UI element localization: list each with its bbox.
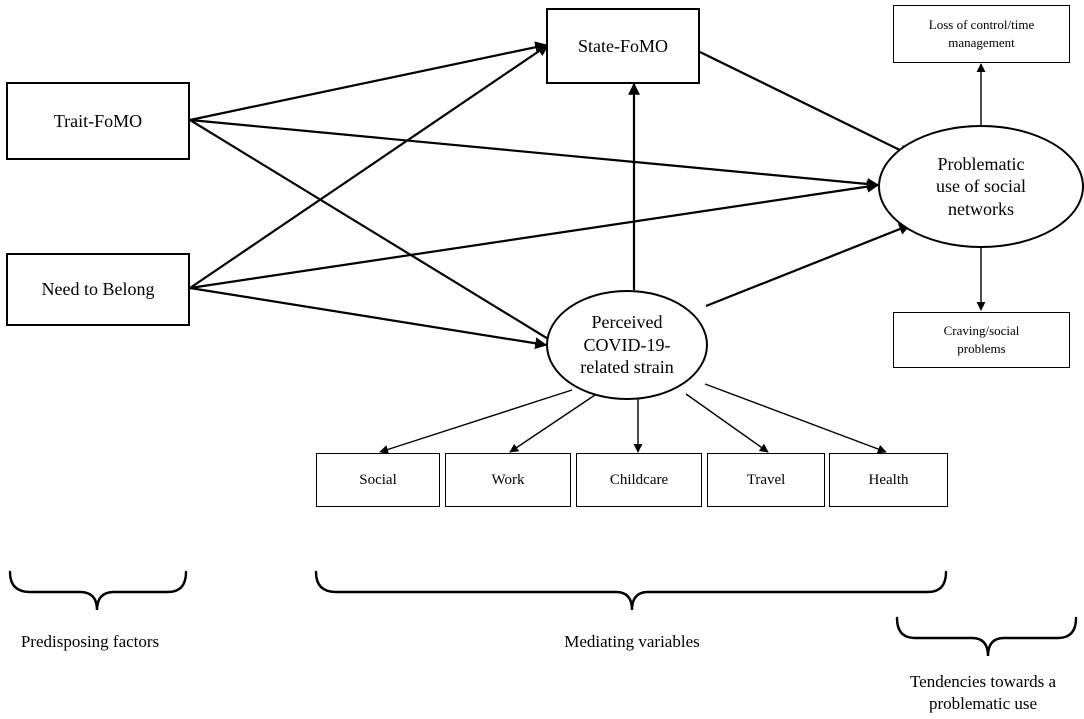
indicator-social-label: Social	[359, 471, 397, 488]
indicator-work: Work	[445, 453, 571, 507]
problematic-use-node: Problematic use of social networks	[878, 125, 1084, 248]
arrow-strain-to-work	[509, 394, 596, 453]
state-fomo-node: State-FoMO	[546, 8, 700, 84]
problematic-use-label-line-2: use of social	[936, 176, 1026, 197]
problematic-use-label-line-3: networks	[947, 198, 1014, 219]
loss-of-control-label-line-1: Loss of control/time	[928, 17, 1035, 33]
brace-tendencies	[895, 616, 1078, 657]
indicator-travel-label: Travel	[746, 471, 786, 488]
arrow-state-to-problematic	[699, 51, 912, 156]
craving-node: Craving/social problems	[893, 312, 1070, 368]
craving-label-line-1: Craving/social	[943, 323, 1020, 339]
need-to-belong-label: Need to Belong	[41, 279, 155, 299]
arrow-belong-to-problematic	[189, 180, 880, 290]
indicator-childcare-label: Childcare	[609, 471, 669, 488]
loss-of-control-node: Loss of control/time management	[893, 5, 1070, 63]
loss-of-control-label-line-2: management	[948, 35, 1015, 50]
need-to-belong-node: Need to Belong	[6, 253, 190, 326]
indicator-travel: Travel	[707, 453, 825, 507]
arrow-belong-to-state	[189, 44, 549, 289]
covid-strain-label-line-1: Perceived	[591, 312, 663, 333]
trait-fomo-label: Trait-FoMO	[53, 110, 143, 131]
arrow-strain-to-problematic	[705, 223, 912, 308]
arrow-strain-to-social	[379, 389, 573, 454]
indicator-childcare: Childcare	[576, 453, 702, 507]
craving-label-line-2: problems	[957, 341, 1006, 356]
group-label-tendencies: Tendencies towards a problematic use	[888, 671, 1078, 715]
indicator-health-label: Health	[868, 471, 909, 488]
arrow-strain-to-health	[704, 383, 887, 454]
brace-mediating	[314, 570, 948, 611]
indicator-social: Social	[316, 453, 440, 507]
covid-strain-label-line-3: related strain	[580, 357, 674, 378]
arrow-strain-to-travel	[685, 393, 769, 453]
group-label-tendencies-line-1: Tendencies towards a	[909, 672, 1057, 691]
group-label-predisposing: Predisposing factors	[20, 632, 160, 651]
covid-strain-node: Perceived COVID-19- related strain	[546, 290, 708, 400]
problematic-use-label-line-1: Problematic	[937, 153, 1025, 174]
trait-fomo-node: Trait-FoMO	[6, 82, 190, 160]
arrow-belong-to-strain	[189, 286, 548, 350]
state-fomo-label: State-FoMO	[578, 35, 668, 56]
brace-predisposing	[8, 570, 188, 611]
indicator-health: Health	[829, 453, 948, 507]
group-label-tendencies-line-2: problematic use	[928, 694, 1038, 714]
indicator-work-label: Work	[491, 471, 525, 488]
group-label-mediating: Mediating variables	[564, 632, 700, 651]
arrow-trait-to-state	[189, 41, 548, 122]
covid-strain-label-line-2: COVID-19-	[583, 334, 671, 355]
arrow-trait-to-problematic	[189, 118, 880, 190]
arrow-trait-to-strain	[189, 119, 565, 349]
